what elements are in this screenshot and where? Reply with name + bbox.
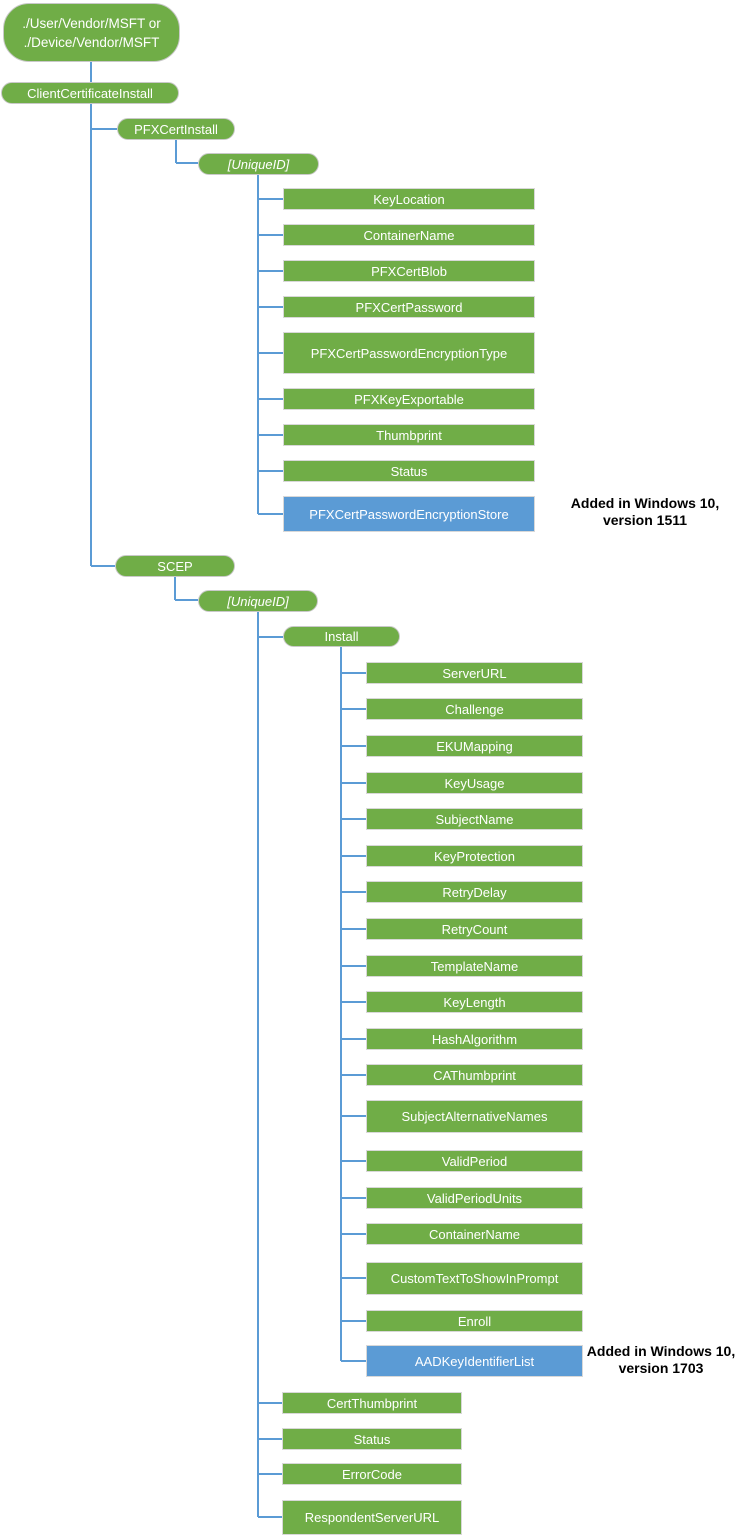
node-clientcertificateinstall: ClientCertificateInstall	[1, 82, 179, 104]
node-enroll: Enroll	[366, 1310, 583, 1332]
node-retrydelay: RetryDelay	[366, 881, 583, 903]
node-validperiodunits: ValidPeriodUnits	[366, 1187, 583, 1209]
node-validperiod: ValidPeriod	[366, 1150, 583, 1172]
node-templatename: TemplateName	[366, 955, 583, 977]
annotation-version-1511: Added in Windows 10, version 1511	[540, 495, 750, 529]
node-certthumbprint: CertThumbprint	[282, 1392, 462, 1414]
node-customtexttoshowinprompt: CustomTextToShowInPrompt	[366, 1262, 583, 1295]
node-pfxcertpasswordencryptionstore: PFXCertPasswordEncryptionStore	[283, 496, 535, 532]
annotation-1511-line2: version 1511	[602, 512, 688, 528]
node-aadkeyidentifierlist: AADKeyIdentifierList	[366, 1345, 583, 1377]
node-retrycount: RetryCount	[366, 918, 583, 940]
node-pfxkeyexportable: PFXKeyExportable	[283, 388, 535, 410]
node-status-pfx: Status	[283, 460, 535, 482]
node-pfxcertinstall: PFXCertInstall	[117, 118, 235, 140]
annotation-1511-line1: Added in Windows 10,	[570, 495, 720, 511]
node-containername-pfx: ContainerName	[283, 224, 535, 246]
root-path-line2: ./Device/Vendor/MSFT	[23, 34, 160, 50]
node-containername-install: ContainerName	[366, 1223, 583, 1245]
node-serverurl: ServerURL	[366, 662, 583, 684]
annotation-1703-line2: version 1703	[618, 1360, 704, 1376]
node-pfxcertpasswordencryptiontype: PFXCertPasswordEncryptionType	[283, 332, 535, 374]
node-pfxcertblob: PFXCertBlob	[283, 260, 535, 282]
node-pfx-uniqueid: [UniqueID]	[198, 153, 319, 175]
node-pfxcertpassword: PFXCertPassword	[283, 296, 535, 318]
node-status-scep: Status	[282, 1428, 462, 1450]
node-keylocation: KeyLocation	[283, 188, 535, 210]
node-subjectalternativenames: SubjectAlternativeNames	[366, 1100, 583, 1133]
node-errorcode: ErrorCode	[282, 1463, 462, 1485]
node-scep: SCEP	[115, 555, 235, 577]
annotation-version-1703: Added in Windows 10, version 1703	[572, 1343, 750, 1377]
node-respondentserverurl: RespondentServerURL	[282, 1500, 462, 1535]
node-cathumbprint: CAThumbprint	[366, 1064, 583, 1086]
node-keyprotection: KeyProtection	[366, 845, 583, 867]
node-root-path: ./User/Vendor/MSFT or ./Device/Vendor/MS…	[3, 3, 180, 62]
node-install: Install	[283, 626, 400, 647]
node-scep-uniqueid: [UniqueID]	[198, 590, 318, 612]
node-thumbprint: Thumbprint	[283, 424, 535, 446]
node-subjectname: SubjectName	[366, 808, 583, 830]
node-hashalgorithm: HashAlgorithm	[366, 1028, 583, 1050]
node-keyusage: KeyUsage	[366, 772, 583, 794]
node-keylength: KeyLength	[366, 991, 583, 1013]
node-challenge: Challenge	[366, 698, 583, 720]
root-path-line1: ./User/Vendor/MSFT or	[22, 15, 161, 31]
annotation-1703-line1: Added in Windows 10,	[586, 1343, 736, 1359]
node-ekumapping: EKUMapping	[366, 735, 583, 757]
